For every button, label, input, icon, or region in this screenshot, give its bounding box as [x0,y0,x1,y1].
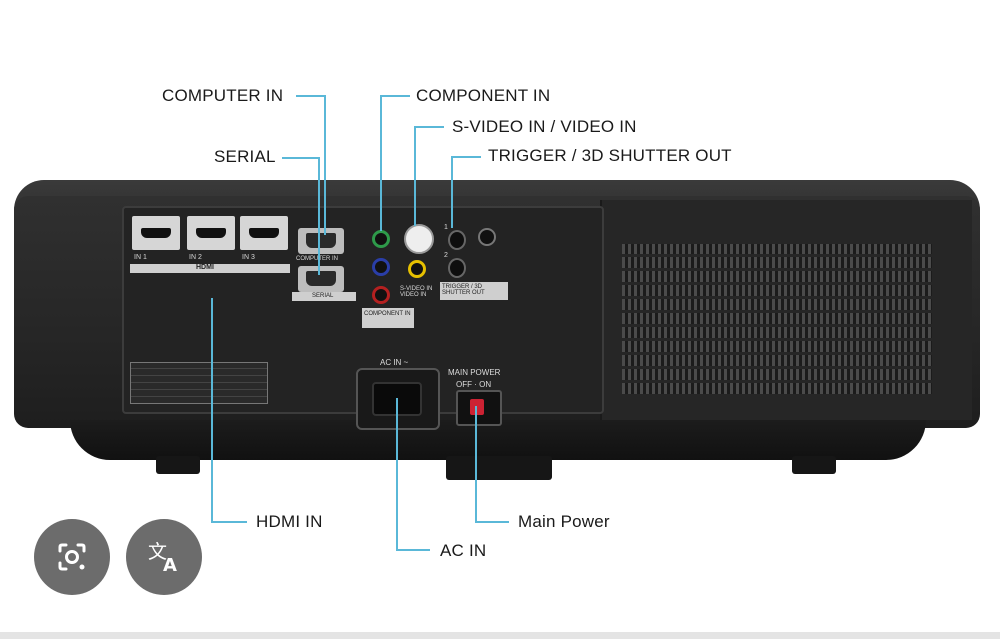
serial-port[interactable] [298,266,344,292]
component-pr-jack[interactable] [372,286,390,304]
component-port-label: COMPONENT IN [364,311,411,317]
warning-plate [130,362,268,404]
projector-foot-right [792,456,836,474]
component-pb-jack[interactable] [372,258,390,276]
trigger-out-callout: TRIGGER / 3D SHUTTER OUT [488,146,732,165]
hdmi-port-1[interactable] [132,216,180,250]
main-power-port-label: MAIN POWER [448,368,501,377]
hdmi-in-callout: HDMI IN [256,512,323,531]
svideo-in-callout: S-VIDEO IN / VIDEO IN [452,117,637,136]
bottom-bar [0,632,1000,639]
hdmi-group-label: HDMI [196,264,214,271]
hdmi-1-label: IN 1 [134,254,147,261]
trigger-1-label: 1 [444,224,448,231]
hdmi-port-3[interactable] [240,216,288,250]
projector-foot-left [156,456,200,474]
svg-text:A: A [163,555,177,576]
off-on-label: OFF · ON [456,380,492,389]
hdmi-3-label: IN 3 [242,254,255,261]
component-y-jack[interactable] [372,230,390,248]
svideo-jack[interactable] [404,224,434,254]
computer-in-port[interactable] [298,228,344,254]
svideo-port-label: S-VIDEO IN VIDEO IN [400,286,433,298]
hdmi-group-bar [130,264,290,273]
projector-base [70,420,926,460]
trigger-2-label: 2 [444,252,448,259]
trigger-2-jack[interactable] [448,258,466,278]
serial-callout: SERIAL [214,147,276,166]
svg-text:文: 文 [148,541,167,563]
computer-in-port-label: COMPUTER IN [296,256,338,262]
video-jack[interactable] [408,260,426,278]
computer-in-callout: COMPUTER IN [162,86,284,105]
translate-icon: 文 A [148,541,177,576]
projector-foot-center [446,456,552,480]
trigger-1-jack[interactable] [448,230,466,250]
lens-search-icon [58,543,86,571]
hdmi-2-label: IN 2 [189,254,202,261]
lens-search-button[interactable] [34,519,110,595]
ac-in-socket[interactable] [356,368,440,430]
trigger-port-label: TRIGGER / 3D SHUTTER OUT [442,284,485,296]
remote-jack[interactable] [478,228,496,246]
main-power-callout: Main Power [518,512,610,531]
main-power-switch[interactable] [456,390,502,426]
component-in-callout: COMPONENT IN [416,86,551,105]
hdmi-port-2[interactable] [187,216,235,250]
ac-in-callout: AC IN [440,541,487,560]
ac-port-label: AC IN ~ [380,358,409,367]
serial-port-label: SERIAL [312,293,334,299]
translate-button[interactable]: 文 A [126,519,202,595]
